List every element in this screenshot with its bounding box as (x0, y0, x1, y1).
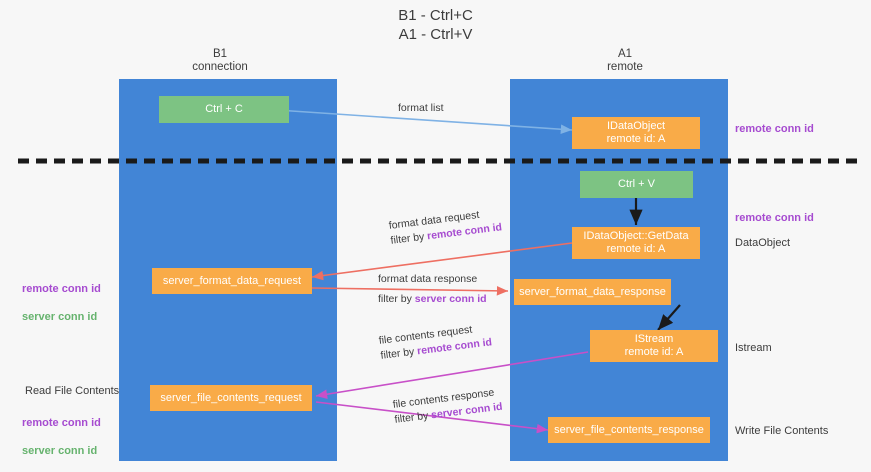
arrow-label-format-data-response: format data response filter by server co… (378, 272, 487, 307)
key-server-conn-id: server conn id (414, 293, 487, 305)
annotation-remote-conn-id-left-bottom: remote conn id (22, 417, 101, 429)
annotation-dataobject: DataObject (735, 237, 791, 249)
column-header-left: B1 connection (192, 48, 248, 73)
node-idataobject-getdata[interactable]: IDataObject::GetData remote id: A (572, 227, 700, 259)
arrow-label-format-data-request: format data request filter by remote con… (388, 205, 503, 248)
node-server-file-contents-request[interactable]: server_file_contents_request (150, 385, 312, 411)
annotation-remote-conn-id-top: remote conn id (735, 123, 814, 135)
node-idataobject[interactable]: IDataObject remote id: A (572, 117, 700, 149)
arrow-label-file-contents-response: file contents response filter by server … (392, 385, 503, 428)
annotation-conn-ids-bottom: remote conn id server conn id (22, 402, 101, 472)
arrow-label-file-contents-request: file contents request filter by remote c… (378, 320, 493, 363)
annotation-write-file-contents: Write File Contents (735, 425, 829, 437)
annotation-istream: Istream (735, 342, 772, 354)
node-server-format-data-request[interactable]: server_format_data_request (152, 268, 312, 294)
arrow-label-format-data-response-line1: format data response (378, 273, 478, 285)
annotation-server-conn-id-left-bottom: server conn id (22, 445, 98, 457)
node-ctrl-c[interactable]: Ctrl + C (159, 96, 289, 123)
annotation-conn-ids-mid: remote conn id server conn id (22, 268, 101, 338)
node-server-file-contents-response[interactable]: server_file_contents_response (548, 417, 710, 443)
column-header-right: A1 remote (607, 48, 643, 73)
node-ctrl-v[interactable]: Ctrl + V (580, 171, 693, 198)
annotation-remote-conn-id-left-mid: remote conn id (22, 283, 101, 295)
node-server-format-data-response[interactable]: server_format_data_response (514, 279, 671, 305)
node-istream[interactable]: IStream remote id: A (590, 330, 718, 362)
diagram-title: B1 - Ctrl+C A1 - Ctrl+V (398, 7, 473, 43)
annotation-remote-conn-id-mid: remote conn id (735, 212, 814, 224)
arrow-label-format-list: format list (398, 102, 444, 114)
arrow-label-format-data-response-line2: filter by server conn id (378, 293, 487, 305)
annotation-read-file-contents: Read File Contents (25, 385, 120, 397)
annotation-server-conn-id-left-mid: server conn id (22, 311, 98, 323)
